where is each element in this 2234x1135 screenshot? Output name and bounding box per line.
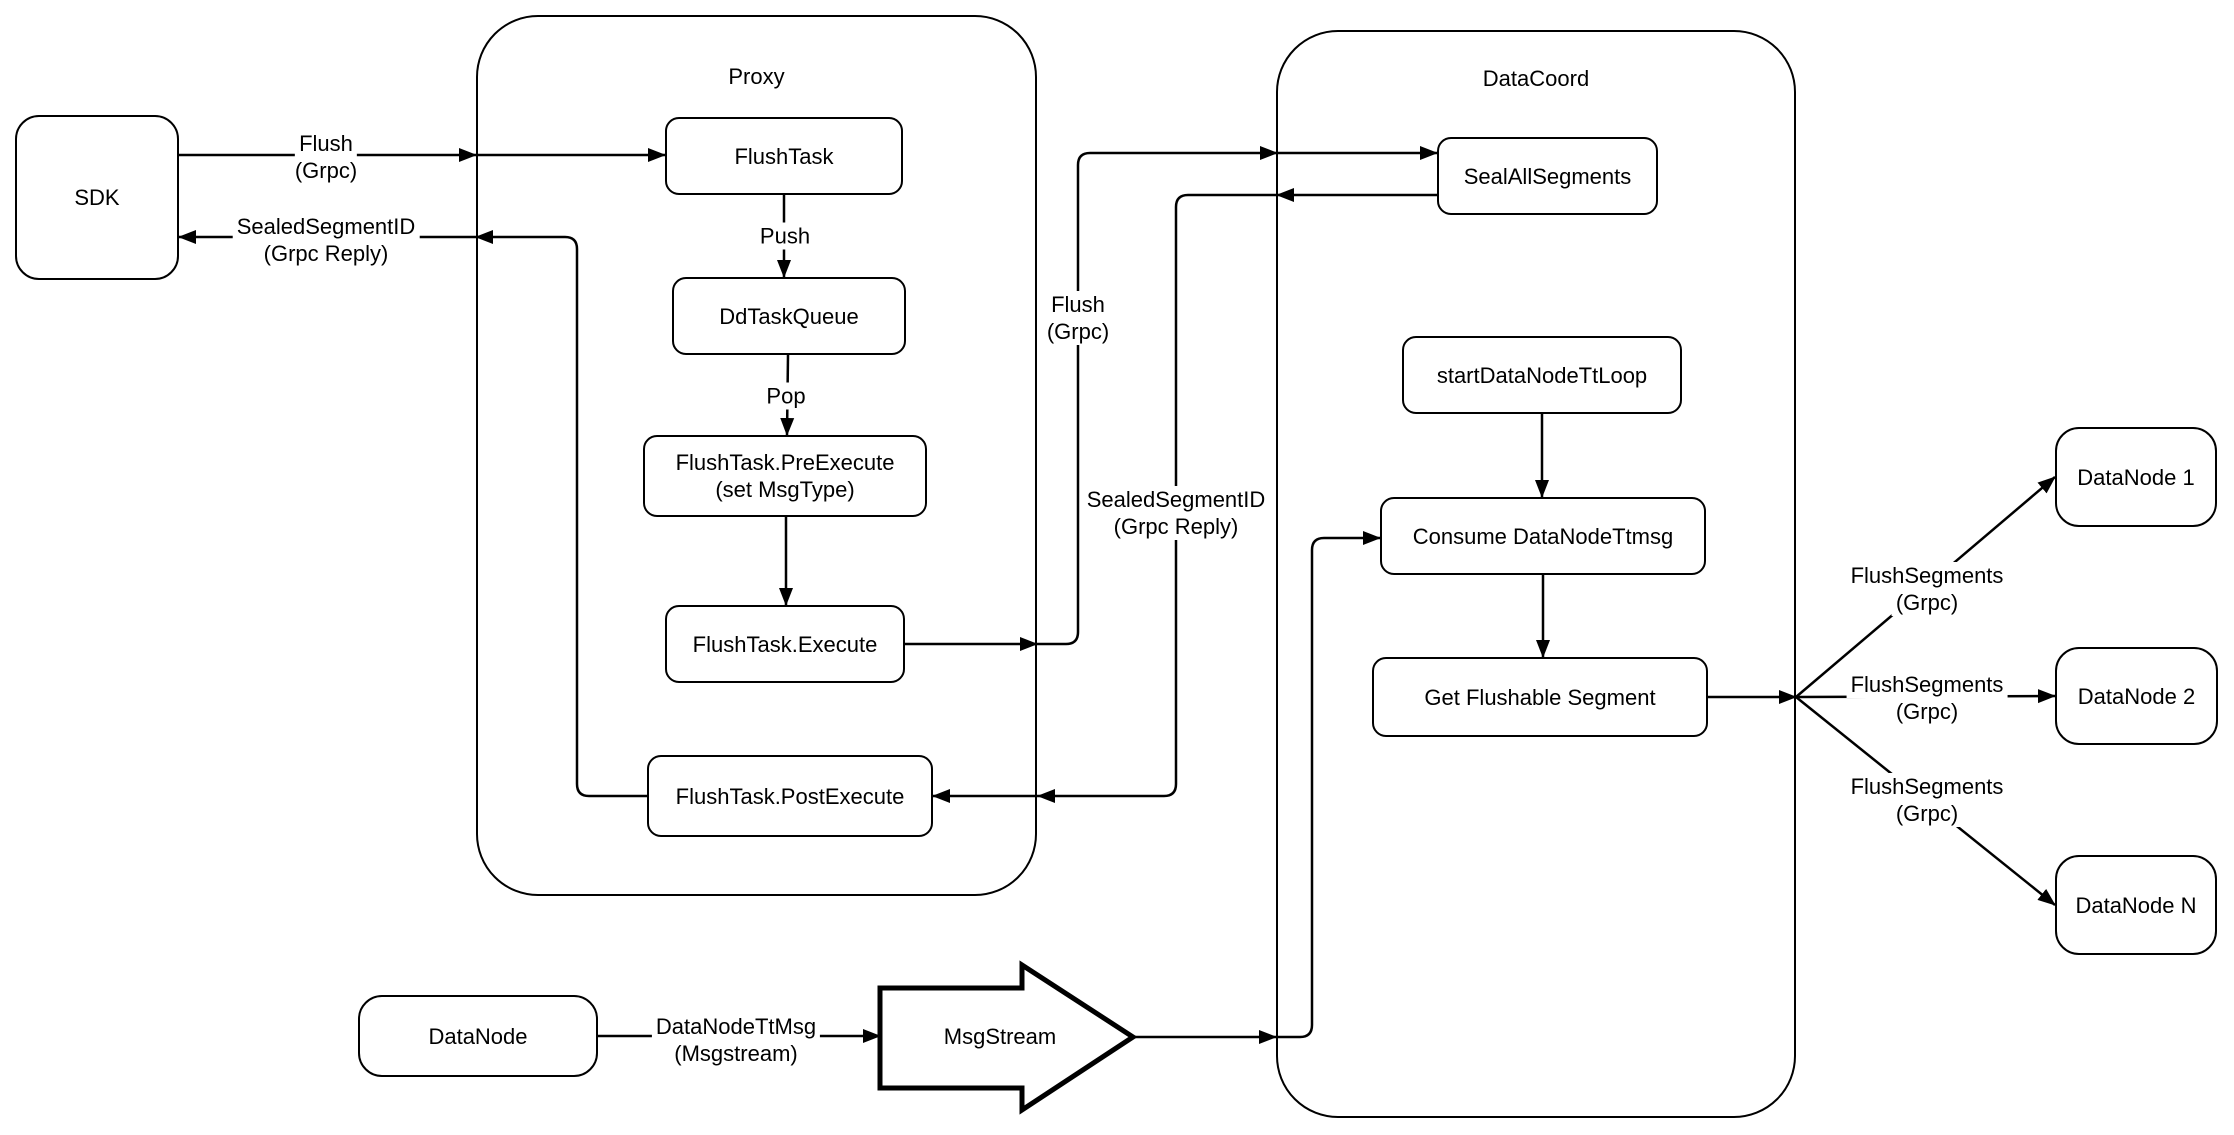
label-sealedsegmentid-datacoord: SealedSegmentID (Grpc Reply) <box>1082 486 1270 540</box>
datacoord-title: DataCoord <box>1482 66 1590 91</box>
node-datanode2-label: DataNode 2 <box>2077 683 2196 709</box>
node-postexecute: FlushTask.PostExecute <box>647 755 933 837</box>
proxy-title: Proxy <box>728 64 785 89</box>
node-preexecute: FlushTask.PreExecute (set MsgType) <box>643 435 927 517</box>
node-datanode-bottom: DataNode <box>358 995 598 1077</box>
label-flushsegments-2: FlushSegments (Grpc) <box>1846 671 2008 725</box>
node-sealallsegments-label: SealAllSegments <box>1463 163 1632 189</box>
label-flushsegments-3: FlushSegments (Grpc) <box>1846 773 2008 827</box>
node-sealallsegments: SealAllSegments <box>1437 137 1658 215</box>
label-flushsegments-1: FlushSegments (Grpc) <box>1846 562 2008 616</box>
node-datanoden-label: DataNode N <box>2075 892 2197 918</box>
edge-riser-to-consume <box>1276 531 1381 1039</box>
node-startdatanodettloop: startDataNodeTtLoop <box>1402 336 1682 414</box>
node-datanode1: DataNode 1 <box>2055 427 2217 527</box>
node-datanoden: DataNode N <box>2055 855 2217 955</box>
label-datanodettmsg: DataNodeTtMsg (Msgstream) <box>651 1013 821 1067</box>
msgstream-block-arrow-shape <box>877 960 1138 1115</box>
node-ddtaskqueue: DdTaskQueue <box>672 277 906 355</box>
node-execute-label: FlushTask.Execute <box>692 631 878 657</box>
node-startdatanodettloop-label: startDataNodeTtLoop <box>1436 362 1648 388</box>
label-flush-grpc-sdk: Flush (Grpc) <box>290 130 362 184</box>
label-push: Push <box>755 222 815 250</box>
node-getflushable-label: Get Flushable Segment <box>1424 684 1656 710</box>
node-consume-datanodettmsg: Consume DataNodeTtmsg <box>1380 497 1706 575</box>
node-postexecute-label: FlushTask.PostExecute <box>675 783 905 809</box>
node-get-flushable-segment: Get Flushable Segment <box>1372 657 1708 737</box>
node-consume-label: Consume DataNodeTtmsg <box>1412 523 1674 549</box>
node-datanode-bottom-label: DataNode <box>428 1023 528 1049</box>
label-flush-grpc-datacoord: Flush (Grpc) <box>1042 291 1114 345</box>
node-datanode1-label: DataNode 1 <box>2077 464 2195 490</box>
msgstream-label: MsgStream <box>943 1024 1057 1049</box>
label-sealedsegmentid-sdk: SealedSegmentID (Grpc Reply) <box>232 213 420 267</box>
node-preexecute-sublabel: (set MsgType) <box>715 477 855 502</box>
edge-postexecute-to-proxy-edge <box>475 230 647 798</box>
edge-flush-up-to-datacoord <box>1037 146 1278 646</box>
node-preexecute-label: FlushTask.PreExecute <box>675 450 895 475</box>
node-flushtask: FlushTask <box>665 117 903 195</box>
node-datanode2: DataNode 2 <box>2055 647 2218 745</box>
node-ddtaskqueue-label: DdTaskQueue <box>719 303 859 329</box>
node-sdk: SDK <box>15 115 179 280</box>
label-pop: Pop <box>762 382 810 410</box>
node-flushtask-label: FlushTask <box>734 143 834 169</box>
node-execute: FlushTask.Execute <box>665 605 905 683</box>
node-sdk-label: SDK <box>74 185 120 210</box>
